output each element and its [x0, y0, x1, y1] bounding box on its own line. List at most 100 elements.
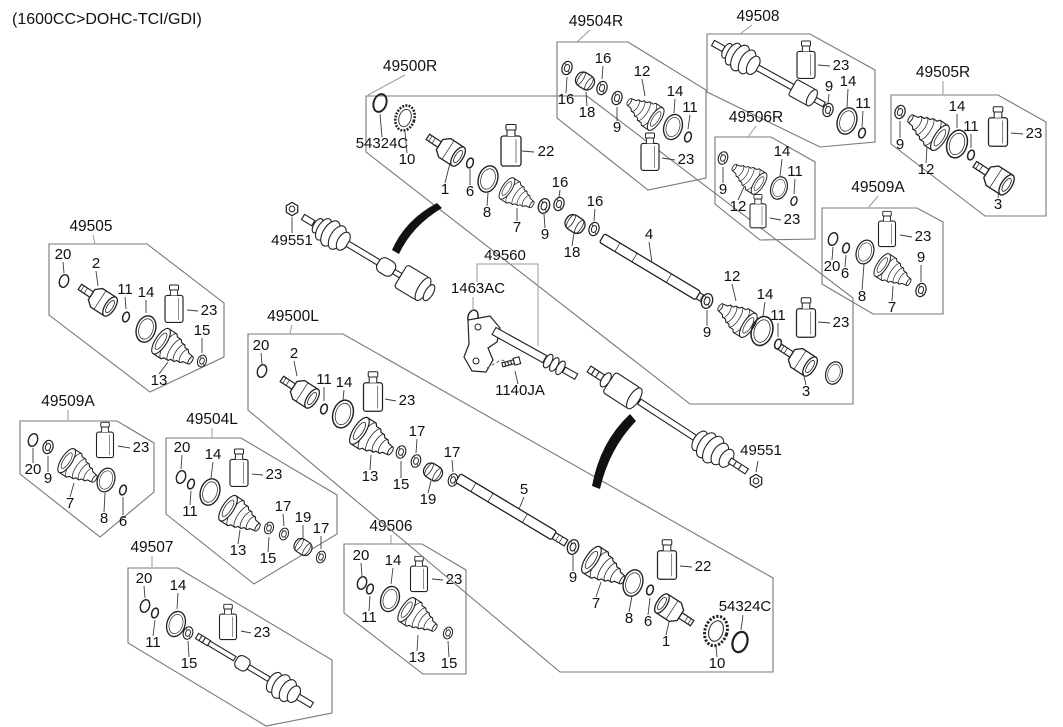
snap-ring: [255, 362, 269, 380]
cv-boot: [394, 594, 445, 641]
callout: 14: [385, 552, 402, 569]
callout-leader: [176, 592, 179, 610]
circlip: [149, 606, 161, 620]
callout: 2: [290, 345, 298, 362]
grease-bottle: [95, 421, 115, 459]
grease-bottle: [796, 40, 816, 79]
group-label: 49507: [130, 539, 173, 556]
circlip: [120, 310, 132, 324]
boot-clamp: [594, 79, 610, 97]
label-leader: [868, 195, 879, 208]
toothed-ring: [390, 101, 420, 135]
callout: 9: [917, 249, 925, 266]
callout-leader: [793, 178, 796, 195]
callout: 23: [1026, 125, 1043, 142]
group-49509A-left: 49509A 20 9 7 23 8 6: [19, 393, 155, 538]
callout-leader: [518, 496, 525, 510]
callout-leader: [189, 490, 192, 506]
boot-clamp: [551, 195, 567, 213]
shaft-bar: [598, 233, 714, 308]
group-49505: 49505 20 2 11 14 23 13 15: [48, 218, 225, 393]
dynamic-damper: [420, 459, 446, 485]
callout-leader: [679, 565, 693, 568]
callout: 23: [254, 624, 271, 641]
boot-clamp: [913, 281, 929, 299]
boot-ring: [93, 465, 119, 495]
callout: 12: [634, 63, 651, 80]
group-label: 49504L: [186, 411, 238, 428]
boot-ring: [328, 396, 358, 432]
callout-leader: [861, 110, 864, 128]
callout: 17: [313, 520, 330, 537]
circlip: [185, 477, 197, 491]
callout: 11: [361, 609, 377, 626]
group-box: [165, 437, 338, 585]
group-box: [247, 333, 774, 673]
cv-joint: [651, 590, 699, 633]
assembly-swoosh-mark: [592, 414, 636, 489]
callout: 11: [770, 307, 786, 324]
callout: 6: [466, 183, 474, 200]
callout: 16: [587, 193, 604, 210]
toothed-ring: [699, 611, 733, 651]
group-49500R: 49500R 54324C 10 1 6 8 22 7 9 16 18 16 4…: [356, 58, 854, 405]
group-49500L: 49500L 20 2 11 14 23 13 15 17 19 17 5 9 …: [247, 308, 774, 673]
callout: 3: [994, 196, 1002, 213]
group-box: [706, 33, 876, 148]
callout: 23: [678, 151, 695, 168]
callout-leader: [514, 370, 519, 385]
grease-bottle: [409, 555, 429, 593]
group-label: 49500R: [383, 58, 437, 75]
callout: 23: [833, 57, 850, 74]
boot-clamp: [277, 526, 291, 542]
boot-clamp: [559, 59, 575, 77]
callout: 3: [802, 383, 810, 400]
axle-nut: [285, 201, 299, 217]
callout: 8: [100, 510, 108, 527]
callout: 16: [558, 91, 575, 108]
group-box: [714, 136, 816, 241]
cv-boot: [577, 542, 634, 595]
callout-leader: [447, 640, 450, 658]
callout: 14: [774, 143, 791, 160]
callout-axle-nut: 49551: [740, 442, 782, 459]
callout: 11: [855, 95, 871, 112]
group-label: 49508: [736, 8, 779, 25]
circlip: [682, 130, 694, 144]
callout-leader: [379, 113, 383, 138]
group-box: [48, 243, 225, 393]
callout: 23: [784, 211, 801, 228]
joint-ring: [822, 358, 846, 388]
callout: 7: [888, 299, 896, 316]
callout: 14: [138, 284, 155, 301]
label-leader: [289, 324, 293, 334]
grease-bottle: [500, 123, 522, 167]
group-49509A-right: 49509A 23 20 6 8 7 9: [821, 179, 944, 316]
assembly-swoosh-mark: [392, 203, 442, 254]
circlip: [840, 241, 852, 255]
callout: 54324C: [356, 135, 409, 152]
callout-leader: [180, 454, 183, 470]
boot-ring: [619, 566, 647, 600]
bracket-shaft: [491, 326, 579, 380]
callout: 9: [613, 119, 621, 136]
bearing-bracket: [463, 315, 501, 373]
snap-ring: [174, 468, 188, 486]
callout: 23: [201, 302, 218, 319]
callout-leader: [431, 578, 444, 581]
callout-leader: [158, 361, 169, 375]
callout-leader: [427, 480, 432, 494]
callout-leader: [831, 246, 834, 261]
cv-joint: [73, 277, 121, 320]
callout: 17: [444, 444, 461, 461]
callout-leader: [293, 360, 298, 377]
group-label: 49509A: [41, 393, 95, 410]
group-box: [127, 567, 333, 727]
snap-ring: [138, 597, 152, 615]
callout-axle-nut: 49551: [271, 232, 313, 249]
callout-leader: [817, 64, 831, 67]
group-label: 49505: [69, 218, 112, 235]
group-label: 49505R: [916, 64, 970, 81]
callout: 22: [695, 558, 712, 575]
callout-leader: [802, 371, 807, 386]
